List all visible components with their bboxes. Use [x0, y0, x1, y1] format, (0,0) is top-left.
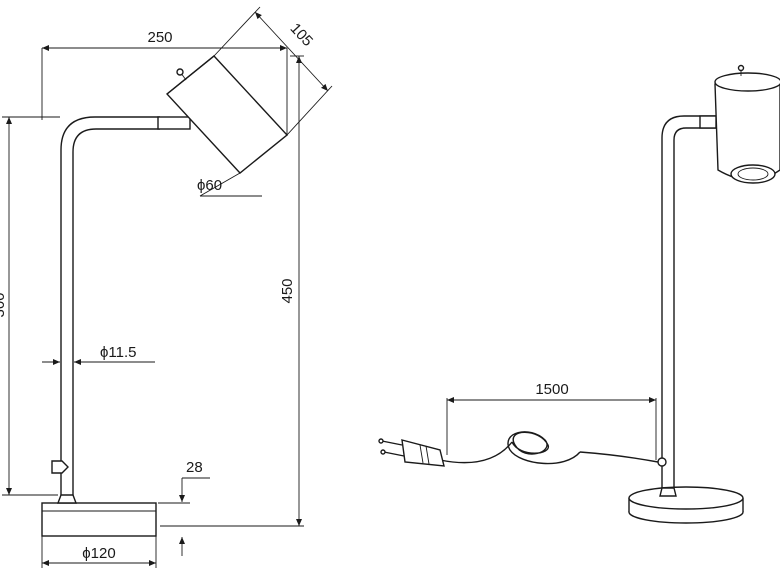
ext-105-a	[213, 6, 261, 57]
persp-collar	[659, 487, 677, 497]
persp-arm-joint	[699, 115, 717, 129]
persp-cable-inlet	[657, 457, 667, 467]
dim-label-height-total: 450	[279, 278, 296, 303]
dim-line-105	[254, 11, 329, 92]
dim-label-base-height: 28	[186, 459, 203, 476]
switch-icon	[51, 460, 69, 474]
dim-label-pole-diameter: ϕ11.5	[100, 344, 136, 361]
arm-joint	[157, 116, 191, 130]
persp-cable-b	[439, 441, 513, 464]
ext-105-b	[286, 85, 333, 136]
persp-cable-a	[579, 451, 659, 463]
persp-base-top	[628, 486, 744, 510]
lamp-base	[41, 502, 157, 537]
dim-label-cable-length: 1500	[535, 381, 568, 398]
dim-label-height-arm: 300	[0, 292, 8, 317]
pole-outline-inner	[72, 128, 160, 495]
persp-pole-inner	[673, 127, 716, 488]
pole-outline-outer	[60, 116, 160, 495]
front-view: 250 105 ϕ60 ϕ11.5 450 300 28 ϕ	[0, 6, 333, 568]
dim-label-base-diameter: ϕ120	[82, 545, 115, 562]
persp-pole-outer	[661, 115, 716, 488]
perspective-view: 1500	[378, 64, 780, 524]
lamp-head	[165, 55, 289, 174]
head-knob-cap	[176, 68, 184, 76]
leader-60	[199, 172, 241, 197]
pole-collar	[56, 494, 78, 504]
head-body	[165, 55, 289, 174]
plug-icon	[378, 438, 445, 467]
persp-head-top	[714, 72, 780, 92]
persp-lamp-head	[714, 75, 780, 181]
dim-label-width-total: 250	[147, 29, 172, 46]
dim-label-head-diameter: ϕ60	[197, 177, 222, 194]
dim-label-head-length: 105	[287, 20, 317, 50]
persp-cable-coil	[507, 431, 581, 465]
